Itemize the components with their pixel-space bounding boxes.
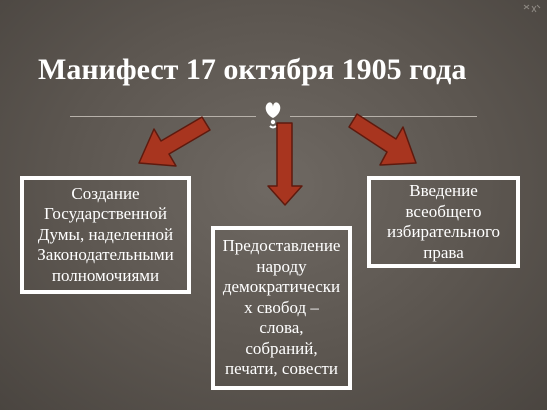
box-line: Думы, наделенной bbox=[37, 224, 174, 244]
box-line: слова, bbox=[259, 318, 304, 338]
title-divider-right bbox=[290, 116, 477, 117]
box-line: права bbox=[423, 242, 464, 262]
box-line: демократически bbox=[222, 277, 341, 297]
arrow-right bbox=[348, 113, 417, 166]
box-line: Законодательными bbox=[37, 245, 174, 265]
box-universal-suffrage: Введение всеобщего избирательного права bbox=[367, 176, 520, 268]
box-line: полномочиями bbox=[51, 265, 160, 285]
box-line: всеобщего bbox=[405, 201, 482, 221]
arrow-center bbox=[267, 122, 303, 206]
box-line: народу bbox=[256, 256, 307, 276]
box-line: Предоставление bbox=[222, 236, 341, 256]
box-line: избирательного bbox=[386, 222, 501, 241]
fleuron-icon bbox=[265, 102, 281, 129]
box-line: печати, совести bbox=[225, 359, 338, 379]
title-divider-left bbox=[70, 116, 256, 117]
decorative-corner-icon bbox=[523, 4, 541, 13]
box-democratic-freedoms: Предоставление народу демократически х с… bbox=[211, 226, 352, 390]
arrow-left bbox=[138, 116, 211, 167]
page-title: Манифест 17 октября 1905 года bbox=[38, 53, 467, 86]
box-line: собраний, bbox=[245, 338, 318, 358]
box-state-duma: Создание Государственной Думы, наделенно… bbox=[20, 176, 191, 294]
box-line: Введение bbox=[409, 181, 478, 200]
box-line: Государственной bbox=[44, 204, 167, 224]
box-line: х свобод – bbox=[244, 297, 319, 317]
box-line: Создание bbox=[71, 183, 140, 203]
